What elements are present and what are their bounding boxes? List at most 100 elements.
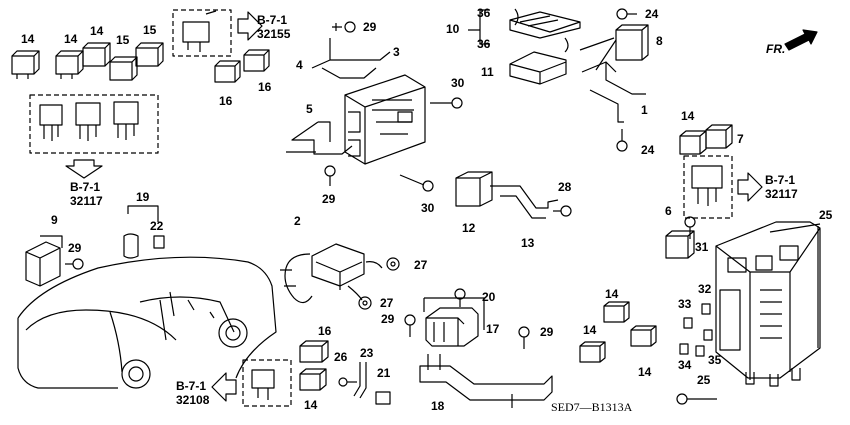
relay-14-right-a <box>679 130 707 155</box>
relay-15-a <box>109 56 138 81</box>
callout-11: 11 <box>481 65 494 79</box>
arrow-down-left <box>65 159 103 179</box>
callout-24: 24 <box>645 7 659 21</box>
fuse-32 <box>683 317 693 329</box>
callout-17: 17 <box>486 322 500 336</box>
ref-line2: 32117 <box>765 187 798 201</box>
relay-16-bottom <box>299 340 329 363</box>
bracket-5 <box>286 121 353 155</box>
relay-14-b <box>55 50 84 79</box>
leader-17 <box>423 297 485 330</box>
ref-b71-32108: B-7-1 32108 <box>176 379 209 407</box>
bracket-18 <box>419 354 553 408</box>
callout-5: 5 <box>306 102 313 116</box>
callout-29: 29 <box>322 192 336 206</box>
leader-19 <box>127 205 159 222</box>
sensor-21 <box>375 391 391 405</box>
callout-34: 25 <box>697 373 711 387</box>
callout-4: 4 <box>296 58 303 72</box>
sensor-19 <box>123 233 139 259</box>
bolt-29-mid <box>324 165 336 186</box>
bolt-24-top <box>616 8 637 20</box>
callout-20: 20 <box>482 290 496 304</box>
arrow-left-bottom <box>211 372 237 402</box>
grommet-27-upper <box>386 257 400 271</box>
ref-line2: 32108 <box>176 393 210 407</box>
relay-16-a <box>214 60 241 83</box>
callout-14: 14 <box>304 398 318 412</box>
bolt-29-lower-left <box>404 314 416 337</box>
callout-14: 14 <box>638 365 652 379</box>
callout-18: 18 <box>431 399 445 413</box>
callout-14: 14 <box>21 32 35 46</box>
clip-22 <box>153 235 165 249</box>
callout-9: 9 <box>51 213 58 227</box>
connector-group-left <box>29 94 159 154</box>
bolt-30-lower <box>399 174 434 192</box>
direction-label: FR. <box>766 42 786 56</box>
callout-32: 33 <box>678 297 692 311</box>
callout-29: 29 <box>68 241 82 255</box>
callout-29: 29 <box>363 20 377 34</box>
sensor-9 <box>25 241 61 287</box>
callout-22: 22 <box>150 219 164 233</box>
callout-23: 23 <box>360 346 374 360</box>
ref-b71-32117-right: B-7-1 32117 <box>765 173 798 201</box>
ref-line1: B-7-1 <box>765 173 796 187</box>
bolt-24-lower <box>616 129 628 152</box>
bolt-25-upper <box>684 216 696 239</box>
module-10 <box>509 11 581 39</box>
relay-14-mid-b <box>579 341 606 363</box>
callout-29: 29 <box>540 325 554 339</box>
callout-25: 31 <box>695 240 709 254</box>
leader-9 <box>40 235 63 248</box>
fuse-34 <box>695 345 705 357</box>
callout-14: 14 <box>64 32 78 46</box>
fuse-35 <box>679 343 689 355</box>
bracket-4 <box>311 38 391 79</box>
ref-line1: B-7-1 <box>257 13 288 27</box>
callout-36: 36 <box>477 6 491 20</box>
callout-33: 35 <box>708 353 722 367</box>
bracket-23 <box>353 362 367 399</box>
bolt-29-top <box>332 21 356 33</box>
ref-b71-32117-left: B-7-1 32117 <box>70 180 103 208</box>
relay-16-b <box>243 49 270 72</box>
relay-14-mid-a <box>603 301 630 323</box>
arrow-right-mid <box>737 172 763 202</box>
relay-7 <box>665 230 695 259</box>
grommet-27-lower <box>358 296 372 310</box>
arrow-right-top <box>237 11 263 41</box>
bolt-29-lower-right <box>518 326 530 349</box>
callout-16: 16 <box>318 324 332 338</box>
callout-14: 14 <box>90 24 104 38</box>
bolt-29-left <box>65 258 84 270</box>
connector-cluster-left <box>39 101 139 141</box>
bracket-13 <box>490 185 559 219</box>
callout-8: 8 <box>656 34 663 48</box>
callout-13: 13 <box>521 236 535 250</box>
callout-14: 14 <box>605 287 619 301</box>
bolt-26 <box>338 377 357 387</box>
ref-line1: B-7-1 <box>176 379 207 393</box>
callout-14: 7 <box>737 132 744 146</box>
leader-1 <box>579 37 617 71</box>
callout-16: 16 <box>258 80 272 94</box>
bolt-30-upper <box>430 97 463 109</box>
unit-8 <box>615 24 649 61</box>
callout-14: 14 <box>583 323 597 337</box>
connector-group-bottom <box>242 359 292 407</box>
bracket-1 <box>581 61 646 123</box>
unit-12 <box>455 171 493 207</box>
ecu-unit-3 <box>344 74 426 165</box>
ref-line2: 32117 <box>70 194 103 208</box>
callout-1: 1 <box>641 103 648 117</box>
callout-10: 10 <box>446 22 460 36</box>
fuse-31 <box>701 303 711 315</box>
callout-36: 36 <box>477 37 491 51</box>
callout-19: 19 <box>136 190 150 204</box>
cover-11 <box>509 51 567 85</box>
relay-14-c <box>82 42 111 67</box>
callout-15: 15 <box>116 33 130 47</box>
callout-14: 14 <box>681 109 695 123</box>
